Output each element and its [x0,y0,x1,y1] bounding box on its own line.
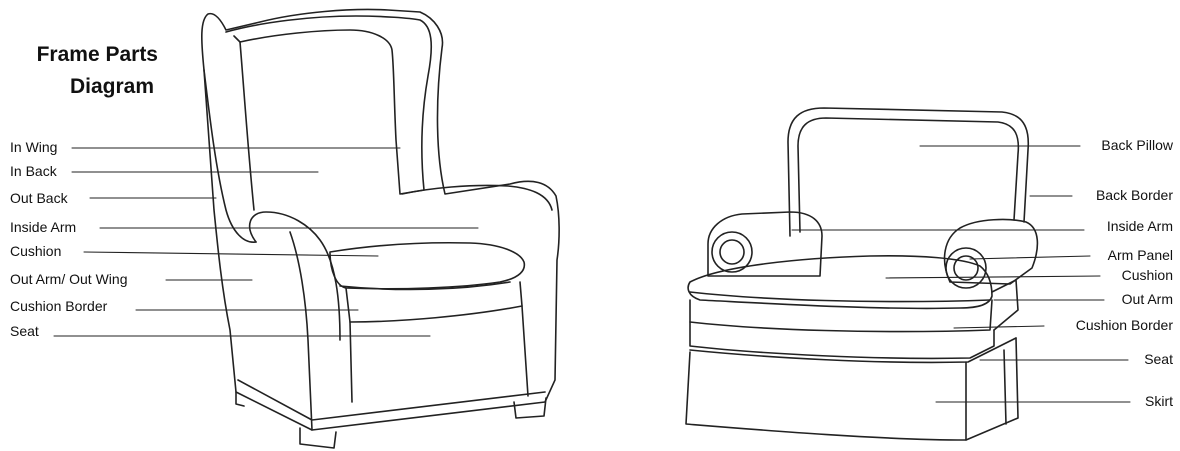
club-chair-leader-lines [792,146,1130,402]
wingback-chair-illustration [202,10,559,449]
label-inside-arm-club: Inside Arm [1107,218,1173,234]
label-cushion-border-wingback: Cushion Border [10,298,107,314]
label-out-back: Out Back [10,190,68,206]
club-chair-illustration [686,108,1037,440]
label-out-arm-out-wing: Out Arm/ Out Wing [10,271,127,287]
label-skirt: Skirt [1145,393,1173,409]
label-inside-arm-wingback: Inside Arm [10,219,76,235]
label-cushion-club: Cushion [1122,267,1173,283]
label-cushion-wingback: Cushion [10,243,61,259]
label-back-pillow: Back Pillow [1101,137,1173,153]
label-back-border: Back Border [1096,187,1173,203]
label-seat-wingback: Seat [10,323,39,339]
wingback-leader-lines [54,148,478,336]
label-cushion-border-club: Cushion Border [1076,317,1173,333]
label-arm-panel: Arm Panel [1108,247,1173,263]
label-seat-club: Seat [1144,351,1173,367]
label-in-back: In Back [10,163,57,179]
label-in-wing: In Wing [10,139,57,155]
label-out-arm: Out Arm [1122,291,1173,307]
